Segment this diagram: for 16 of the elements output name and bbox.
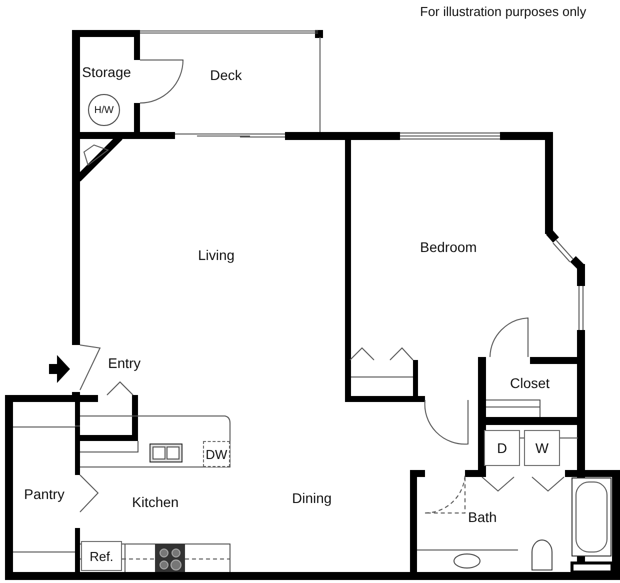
room-label: Kitchen: [132, 494, 179, 510]
room-label: Entry: [108, 355, 141, 371]
room-label: Storage: [82, 64, 132, 80]
room-label: Bath: [468, 509, 497, 525]
washer-box: W: [524, 430, 560, 466]
dishwasher-box: DW: [203, 441, 230, 467]
refrigerator-box: Ref.: [81, 541, 122, 571]
room-label: Pantry: [24, 486, 64, 502]
water-heater-circle: H/W: [88, 94, 120, 126]
room-label: Deck: [210, 67, 242, 83]
room-label: Closet: [510, 375, 550, 391]
room-label: Dining: [292, 490, 332, 506]
room-label: Bedroom: [420, 239, 477, 255]
room-label: Living: [198, 247, 235, 263]
disclaimer-note: For illustration purposes only: [420, 4, 586, 20]
dryer-box: D: [484, 430, 520, 466]
